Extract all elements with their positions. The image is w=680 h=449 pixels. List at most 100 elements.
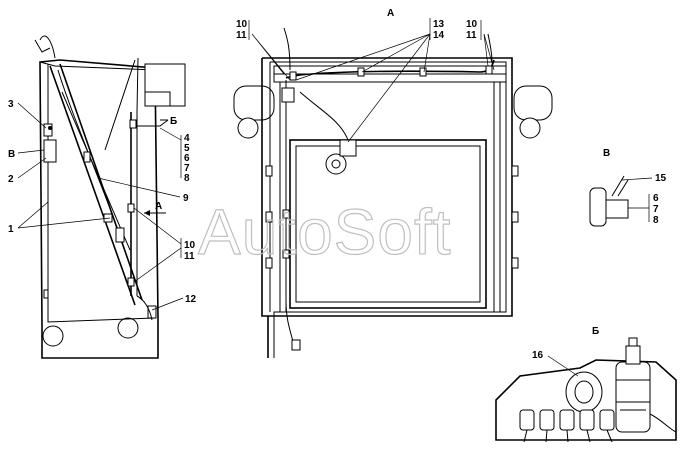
label-v: В bbox=[8, 149, 15, 160]
label-v-6: 6 bbox=[653, 193, 659, 204]
label-v-7: 7 bbox=[653, 204, 659, 215]
arrow-a-head bbox=[144, 210, 150, 216]
label-3: 3 bbox=[8, 99, 14, 110]
clip-a2 bbox=[357, 67, 365, 77]
clip-a3 bbox=[419, 67, 427, 77]
label-b-16: 16 bbox=[532, 350, 544, 361]
leader-1b bbox=[17, 217, 111, 229]
beacon-lamp bbox=[325, 153, 347, 175]
harness-wire-top2 bbox=[34, 39, 51, 53]
leader-a-13-14 bbox=[295, 33, 431, 143]
radiator-core-inner bbox=[295, 145, 481, 303]
label-a-11-left: 11 bbox=[236, 30, 247, 41]
label-9: 9 bbox=[183, 193, 189, 204]
connector-12 bbox=[147, 305, 157, 319]
view-v-labels: В 15 6 7 8 bbox=[603, 148, 667, 226]
view-b bbox=[495, 337, 677, 443]
clip-3 bbox=[127, 203, 135, 213]
clip-6 bbox=[43, 289, 49, 299]
label-1: 1 bbox=[8, 224, 14, 235]
right-upright bbox=[493, 82, 501, 312]
lamp-v-base bbox=[605, 199, 629, 219]
tab-l3 bbox=[265, 257, 273, 269]
label-4: 4 bbox=[184, 133, 190, 144]
label-a-13: 13 bbox=[433, 19, 445, 30]
label-v-15: 15 bbox=[655, 173, 667, 184]
lower-hole-right bbox=[117, 317, 139, 339]
tab-l2 bbox=[265, 211, 273, 223]
side-panel-outline bbox=[39, 59, 159, 359]
label-6: 6 bbox=[184, 153, 190, 164]
harness-wire-lower bbox=[136, 295, 153, 321]
lamp-bracket bbox=[43, 123, 53, 137]
label-a-11-right: 11 bbox=[466, 30, 477, 41]
left-side-view bbox=[17, 35, 186, 359]
junction-box bbox=[281, 87, 295, 103]
leader-10-11 bbox=[133, 207, 182, 283]
clip-5 bbox=[129, 119, 137, 129]
leader-2 bbox=[17, 157, 47, 179]
valve-body bbox=[615, 361, 651, 433]
view-a bbox=[233, 18, 553, 358]
label-arrow-b: Б bbox=[170, 116, 177, 127]
leader-15 bbox=[621, 177, 653, 181]
top-wire-left bbox=[283, 27, 291, 71]
plug-5 bbox=[599, 409, 615, 431]
harness-wire-diagonal bbox=[57, 69, 119, 231]
tab-r2 bbox=[511, 211, 519, 223]
connector-bottom bbox=[291, 339, 301, 351]
upper-box bbox=[144, 63, 186, 107]
left-view-labels: 3 В 2 1 9 12 4 5 6 7 8 10 11 А Б bbox=[8, 99, 197, 305]
harness-to-lamp bbox=[299, 91, 349, 141]
leader-6-8 bbox=[628, 194, 650, 222]
tab-l1 bbox=[265, 165, 273, 177]
label-7: 7 bbox=[184, 163, 190, 174]
plug-wires bbox=[523, 429, 613, 443]
leader-1a bbox=[17, 201, 49, 229]
connector-1 bbox=[115, 227, 125, 243]
view-a-title: А bbox=[387, 8, 394, 19]
label-a-10-right: 10 bbox=[466, 19, 478, 30]
top-wire-right bbox=[487, 33, 493, 63]
plug-2 bbox=[539, 409, 555, 431]
label-11: 11 bbox=[184, 251, 195, 262]
upper-box-lower bbox=[145, 91, 171, 106]
pipe-b bbox=[649, 413, 677, 433]
view-a-labels: А 10 11 13 14 10 11 bbox=[236, 8, 478, 41]
harness-wire-top bbox=[39, 35, 56, 59]
clip-a5 bbox=[282, 209, 290, 219]
leader-12 bbox=[151, 297, 184, 311]
lamp-dot bbox=[48, 126, 52, 130]
left-lamp-housing bbox=[233, 85, 275, 121]
plug-1 bbox=[519, 409, 535, 431]
lamp-body bbox=[43, 139, 57, 163]
harness-from-top bbox=[104, 57, 139, 151]
leader-3 bbox=[17, 102, 47, 129]
clip-1 bbox=[83, 151, 91, 163]
plug-4 bbox=[579, 409, 595, 431]
leader-v bbox=[17, 149, 45, 154]
lower-hole-left bbox=[42, 325, 64, 347]
clip-a6 bbox=[282, 249, 290, 259]
beacon-lamp-inner bbox=[331, 159, 341, 169]
side-panel-inner-edge bbox=[47, 64, 156, 323]
left-lamp-lens bbox=[237, 117, 259, 139]
valve-rings bbox=[616, 379, 650, 411]
leader-16 bbox=[547, 355, 579, 377]
watermark: AutoSoft bbox=[198, 196, 452, 268]
label-5: 5 bbox=[184, 143, 190, 154]
label-a-10-left: 10 bbox=[236, 19, 248, 30]
right-lamp-lens bbox=[519, 117, 541, 139]
view-b-title: Б bbox=[592, 326, 599, 337]
label-10: 10 bbox=[184, 240, 196, 251]
tab-r1 bbox=[511, 165, 519, 177]
frame-outer bbox=[261, 57, 513, 358]
label-v-8: 8 bbox=[653, 215, 659, 226]
diagonal-rail-outer bbox=[49, 65, 136, 306]
plug-3 bbox=[559, 409, 575, 431]
label-8: 8 bbox=[184, 173, 190, 184]
lamp-16-inner bbox=[574, 380, 594, 404]
beacon-bracket bbox=[339, 139, 357, 157]
lamp-v-stem bbox=[611, 175, 629, 197]
